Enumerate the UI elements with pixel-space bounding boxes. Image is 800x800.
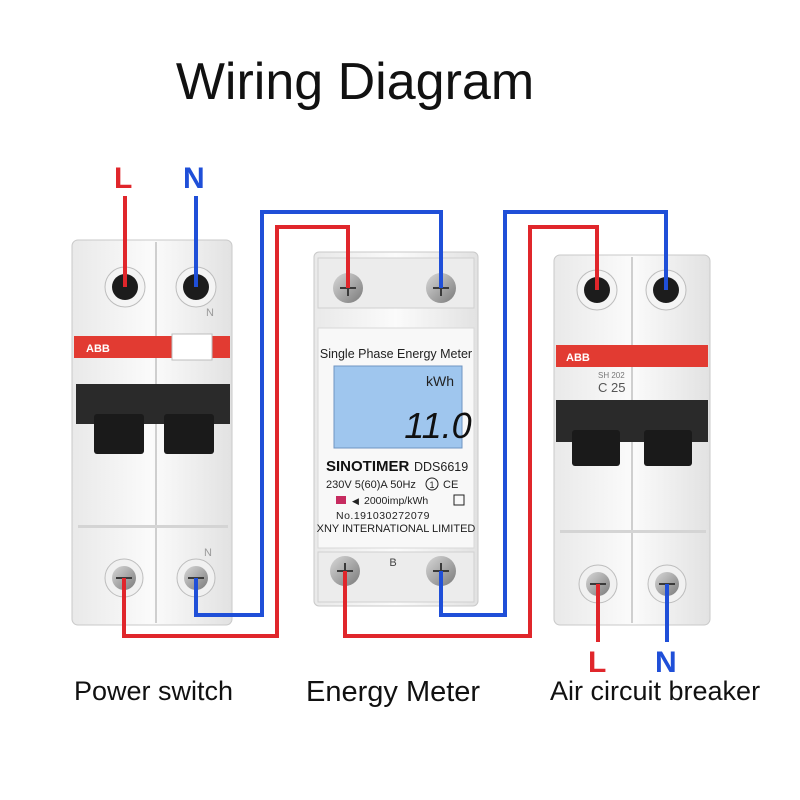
breaker-handle-live[interactable] — [572, 430, 620, 466]
meter-rating-mark: 1 — [429, 480, 434, 490]
meter-unit: kWh — [426, 373, 454, 389]
breaker-stripe — [556, 345, 708, 367]
power-switch-window — [171, 333, 213, 361]
wires — [122, 196, 669, 642]
power-switch-brand: ABB — [86, 343, 110, 355]
meter-ce-mark: CE — [443, 479, 458, 491]
meter-header: Single Phase Energy Meter — [320, 347, 472, 361]
meter-serial: No.191030272079 — [336, 510, 430, 522]
terminal-neutral-mark-top: N — [206, 307, 214, 319]
energy-meter-device: Single Phase Energy Meter kWh 11.0 SINOT… — [313, 251, 479, 607]
air-breaker-caption: Air circuit breaker — [550, 676, 761, 706]
meter-model: DDS6619 — [414, 460, 468, 474]
power-switch-device: ABB N N — [71, 239, 233, 626]
handle-live[interactable] — [94, 414, 144, 454]
handle-neutral[interactable] — [164, 414, 214, 454]
breaker-model: SH 202 — [598, 371, 625, 380]
meter-reading: 11.0 — [404, 405, 471, 446]
meter-rating: 230V 5(60)A 50Hz — [326, 479, 416, 491]
supply-neutral-label: N — [183, 162, 205, 195]
pulse-arrow: ◀ — [352, 496, 359, 506]
supply-live-label: L — [114, 162, 133, 195]
output-live-label: L — [588, 646, 607, 679]
breaker-brand: ABB — [566, 352, 590, 364]
output-neutral-label: N — [655, 646, 677, 679]
meter-maker: XNY INTERNATIONAL LIMITED — [317, 523, 476, 535]
wire-meter-to-breaker-live — [343, 225, 599, 638]
breaker-handle-neutral[interactable] — [644, 430, 692, 466]
wire-meter-to-breaker-neutral — [439, 210, 668, 617]
double-insulation-icon — [453, 494, 465, 506]
class-mark-circle — [425, 477, 439, 491]
meter-impulse: 2000imp/kWh — [364, 495, 428, 507]
breaker-seam — [560, 530, 706, 533]
terminal-neutral-mark-bottom: N — [204, 547, 212, 559]
energy-meter-caption: Energy Meter — [306, 676, 481, 708]
pulse-led — [336, 496, 346, 504]
meter-lcd — [333, 365, 463, 449]
power-switch-caption: Power switch — [74, 676, 234, 706]
meter-bottom-mark: B — [389, 557, 396, 569]
meter-brand: SINOTIMER — [326, 458, 410, 475]
wire-switch-to-meter-neutral — [194, 210, 443, 617]
air-circuit-breaker-device: ABB SH 202 C 25 — [553, 254, 711, 626]
breaker-rating: C 25 — [598, 380, 625, 395]
diagram-title: Wiring Diagram — [175, 53, 535, 111]
body-seam — [78, 525, 228, 528]
wire-switch-to-meter-live — [122, 225, 350, 638]
